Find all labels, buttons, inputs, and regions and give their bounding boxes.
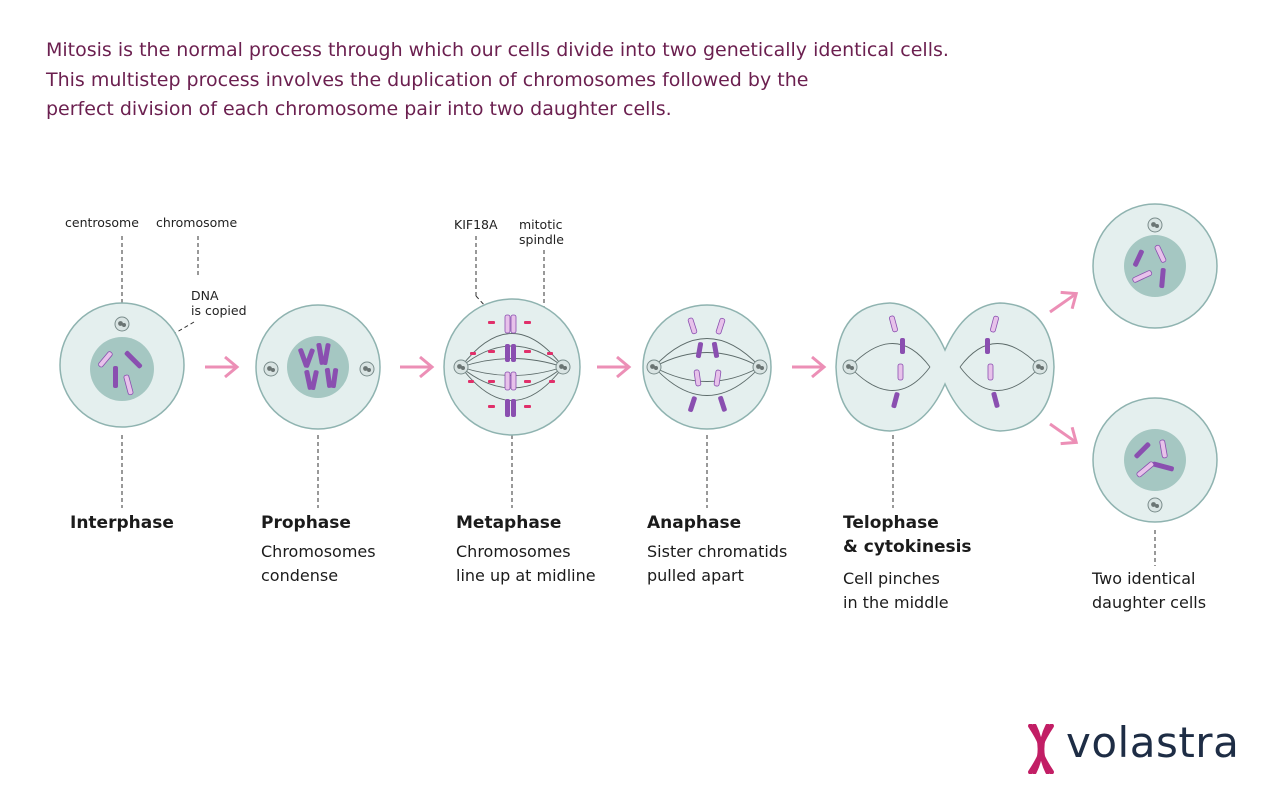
arrow-right-icon (203, 355, 239, 379)
stage-desc-line: condense (261, 566, 339, 585)
chromosome-icon (113, 366, 118, 388)
prophase-cell (255, 304, 381, 430)
arrow-right-icon (398, 355, 434, 379)
daughter-cell-top (1092, 203, 1218, 329)
stage-desc-line: Two identical (1092, 569, 1196, 588)
chromosome-icon (687, 317, 727, 413)
chromosome-icon (504, 314, 517, 417)
dna-label: DNA is copied (191, 288, 247, 318)
spindle-label-line-2: spindle (519, 232, 564, 247)
arrow-up-right-icon (1042, 283, 1084, 322)
chromosome-icon (889, 315, 1000, 409)
stage-title-telophase: Telophase & cytokinesis (843, 511, 972, 559)
intro-line-2: This multistep process involves the dupl… (46, 68, 809, 91)
chromosome-icon (123, 374, 134, 396)
chromosome-icon (124, 350, 143, 369)
stage-title-line: & cytokinesis (843, 537, 972, 557)
stage-desc-telophase: Cell pinches in the middle (843, 567, 949, 615)
arrow-right-icon (790, 355, 826, 379)
stage-desc-line: in the middle (843, 593, 949, 612)
stage-title-line: Telophase (843, 513, 939, 533)
stage-title-interphase: Interphase (70, 513, 174, 533)
spindle-label: mitotic spindle (519, 217, 564, 247)
stage-desc-line: Cell pinches (843, 569, 940, 588)
stage-title-prophase: Prophase (261, 513, 351, 533)
kif18a-markers (468, 321, 555, 408)
brand-name: volastra (1066, 718, 1240, 767)
dna-label-line-2: is copied (191, 303, 247, 318)
telophase-cell (835, 302, 1055, 432)
intro-text: Mitosis is the normal process through wh… (46, 36, 1046, 125)
kif18a-label: KIF18A (454, 217, 498, 232)
x-logo-icon (1028, 724, 1054, 774)
interphase-cell (59, 302, 185, 428)
daughter-cell-bottom (1092, 397, 1218, 523)
stage-desc-line: daughter cells (1092, 593, 1207, 612)
stage-desc-line: Chromosomes (261, 542, 376, 561)
arrow-down-right-icon (1042, 414, 1084, 453)
stage-desc-line: Sister chromatids (647, 542, 788, 561)
stage-title-metaphase: Metaphase (456, 513, 562, 533)
metaphase-cell (443, 298, 581, 436)
stage-desc-daughter-cells: Two identical daughter cells (1092, 567, 1206, 615)
intro-line-1: Mitosis is the normal process through wh… (46, 39, 949, 61)
centrosome-label: centrosome (65, 215, 139, 230)
anaphase-cell (642, 304, 772, 430)
stage-desc-line: pulled apart (647, 566, 744, 585)
stage-desc-anaphase: Sister chromatids pulled apart (647, 540, 787, 588)
stage-desc-prophase: Chromosomes condense (261, 540, 376, 588)
chromosome-label: chromosome (156, 215, 238, 230)
chromosome-icon (98, 351, 113, 368)
stage-desc-line: Chromosomes (456, 542, 571, 561)
arrow-right-icon (595, 355, 631, 379)
stage-desc-line: line up at midline (456, 566, 596, 585)
stage-title-anaphase: Anaphase (647, 513, 742, 533)
stage-desc-metaphase: Chromosomes line up at midline (456, 540, 596, 588)
spindle-label-line-1: mitotic (519, 217, 563, 232)
intro-line-3: perfect division of each chromosome pair… (46, 98, 672, 120)
dna-label-line-1: DNA (191, 288, 219, 303)
